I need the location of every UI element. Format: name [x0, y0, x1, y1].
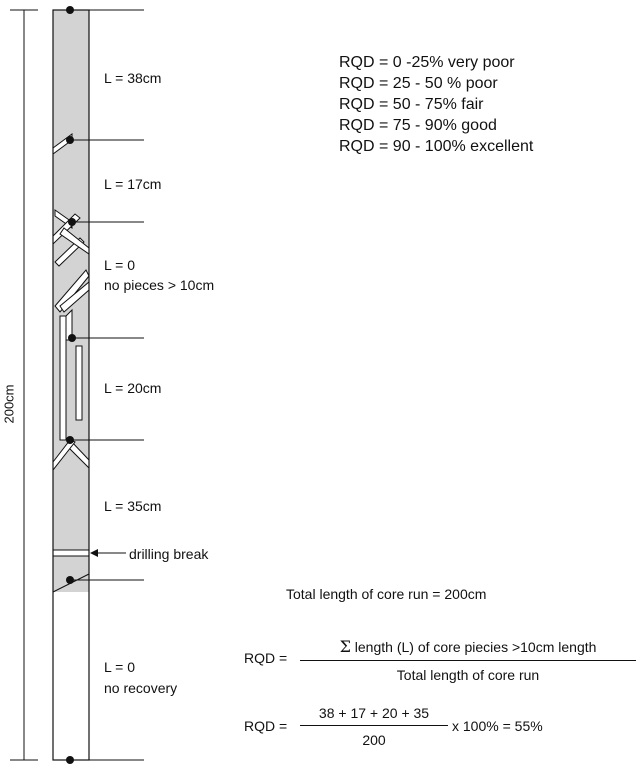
segment-5-label: L = 35cm: [104, 498, 162, 514]
rqd-legend: RQD = 0 -25% very poor RQD = 25 - 50 % p…: [339, 52, 533, 157]
segment-6-note: no recovery: [104, 680, 178, 696]
legend-item: RQD = 90 - 100% excellent: [339, 138, 534, 155]
formula-numerator-text: length (L) of core piecies >10cm length: [350, 639, 597, 655]
legend-item: RQD = 25 - 50 % poor: [339, 75, 498, 92]
dimension-label: 200cm: [1, 381, 17, 427]
calculation-fraction: 38 + 17 + 20 + 35 200: [300, 705, 448, 748]
boundary-lines: [70, 9, 144, 761]
segment-4-label: L = 20cm: [104, 380, 162, 396]
calculation-result: x 100% = 55%: [452, 718, 543, 734]
formula-denominator: Total length of core run: [396, 667, 540, 683]
boundary-dots: [66, 6, 76, 764]
segment-2-label: L = 17cm: [104, 176, 162, 192]
segment-3-note: no pieces > 10cm: [104, 277, 215, 293]
legend-item: RQD = 75 - 90% good: [339, 117, 497, 134]
segment-1-label: L = 38cm: [104, 70, 162, 86]
calculation-lhs: RQD =: [244, 718, 288, 734]
total-length-text: Total length of core run = 200cm: [286, 586, 487, 602]
formula-lhs: RQD =: [244, 650, 288, 666]
calculation-denominator: 200: [362, 732, 386, 748]
formula-fraction: Σ length (L) of core piecies >10cm lengt…: [300, 637, 636, 683]
drilling-break-label: drilling break: [129, 546, 209, 562]
segment-3-label: L = 0: [104, 257, 136, 273]
calculation-numerator: 38 + 17 + 20 + 35: [300, 705, 448, 726]
legend-item: RQD = 0 -25% very poor: [339, 54, 515, 71]
sigma-symbol: Σ: [339, 637, 351, 656]
legend-item: RQD = 50 - 75% fair: [339, 96, 484, 113]
fractures: [52, 133, 90, 472]
drilling-break-arrow: [90, 549, 126, 557]
dimension-line: [10, 9, 38, 761]
segment-6-label: L = 0: [104, 659, 136, 675]
formula-numerator: Σ length (L) of core piecies >10cm lengt…: [300, 637, 636, 661]
